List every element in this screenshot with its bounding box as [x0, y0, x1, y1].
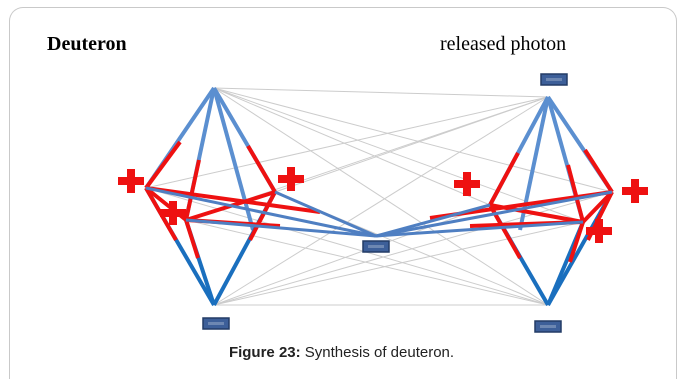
- caption-text: Synthesis of deuteron.: [300, 344, 455, 361]
- center-line: [274, 190, 377, 238]
- caption-label: Figure 23:: [228, 344, 301, 361]
- figure-frame: [9, 7, 677, 379]
- left-particle: [144, 86, 321, 307]
- grey-line: [213, 87, 613, 193]
- red-edge: [184, 159, 201, 221]
- deuteron-label: Deuteron: [47, 33, 127, 55]
- grey-line: [213, 191, 613, 306]
- red-edge: [248, 191, 277, 241]
- grey-line: [213, 96, 549, 306]
- grey-line: [213, 87, 549, 306]
- negative-charges: [202, 73, 568, 333]
- positive-charge-icon: [454, 172, 480, 196]
- blue-edge: [212, 87, 255, 231]
- center-line: [145, 186, 377, 238]
- red-edge: [488, 152, 520, 206]
- positive-charge-icon: [118, 169, 144, 193]
- negative-charge-icon: [362, 240, 390, 253]
- center-line: [375, 203, 491, 238]
- positive-charge-icon: [622, 179, 648, 203]
- red-edge: [246, 144, 277, 194]
- red-edge: [184, 219, 200, 259]
- grey-line: [213, 204, 491, 306]
- positive-charge-icon: [160, 201, 186, 225]
- red-edge: [145, 186, 321, 214]
- negative-charge-icon: [534, 320, 562, 333]
- grey-line: [185, 219, 549, 306]
- center-connections: [145, 186, 613, 238]
- center-line: [185, 218, 377, 238]
- positive-charge-icon: [278, 167, 304, 191]
- grey-line: [145, 187, 549, 306]
- negative-charge-icon: [202, 317, 230, 330]
- negative-charge-icon: [540, 73, 568, 86]
- released-photon-label: released photon: [440, 33, 567, 55]
- positive-charge-icon: [586, 219, 612, 243]
- red-edge: [566, 164, 585, 223]
- red-edge: [144, 140, 182, 190]
- positive-charges: [118, 167, 648, 243]
- grey-line: [213, 87, 491, 206]
- red-edge: [581, 190, 614, 224]
- grey-line: [213, 87, 549, 98]
- red-edge: [489, 203, 584, 224]
- red-edge: [583, 148, 614, 194]
- red-edge: [568, 221, 585, 263]
- center-line: [375, 190, 613, 238]
- grey-line: [213, 221, 584, 306]
- grey-line: [213, 87, 584, 223]
- figure-caption: Figure 23: Synthesis of deuteron.: [0, 344, 683, 361]
- grey-line: [145, 96, 549, 189]
- center-line: [375, 220, 584, 238]
